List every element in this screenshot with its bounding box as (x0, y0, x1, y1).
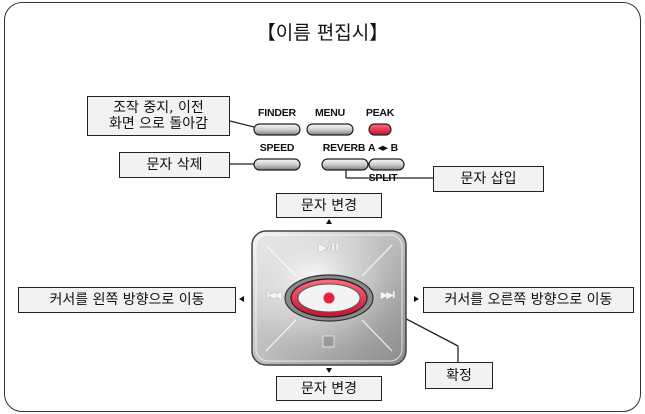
change-char-bottom-callout: 문자 변경 (276, 376, 382, 401)
reverb-label: REVERB (322, 142, 366, 154)
diagram-title: 【이름 편집시】 (256, 22, 389, 44)
confirm-callout: 확정 (425, 362, 493, 389)
diagram-frame (4, 2, 641, 412)
back-callout: 조작 중지, 이전 화면 으로 돌아감 (87, 96, 230, 136)
cursor-left-callout: 커서를 왼쪽 방향으로 이동 (18, 287, 236, 313)
ab-label: A ◂▸ B (368, 142, 398, 154)
back-callout-line2: 화면 으로 돌아감 (108, 116, 209, 132)
reverb-button (321, 158, 369, 171)
play-pause-icon[interactable]: ▶/II (318, 241, 340, 254)
ab-split-button (368, 158, 405, 171)
menu-label: MENU (314, 107, 346, 119)
split-label: SPLIT (368, 172, 398, 184)
cursor-right-callout: 커서를 오른쪽 방향으로 이동 (423, 287, 634, 313)
peak-label: PEAK (365, 107, 395, 119)
menu-button (306, 123, 354, 136)
skip-forward-icon[interactable]: ▶▶I (380, 290, 395, 301)
speed-label: SPEED (259, 142, 295, 154)
finder-button (253, 123, 301, 136)
skip-back-icon[interactable]: I◀◀ (266, 290, 281, 301)
peak-led (368, 123, 392, 136)
delete-char-callout: 문자 삭제 (119, 152, 230, 178)
finder-label: FINDER (258, 107, 296, 119)
change-char-top-callout: 문자 변경 (276, 193, 382, 218)
speed-button (253, 158, 301, 171)
back-callout-line1: 조작 중지, 이전 (113, 100, 204, 116)
insert-char-callout: 문자 삽입 (433, 166, 544, 192)
navigation-pad (251, 230, 407, 366)
